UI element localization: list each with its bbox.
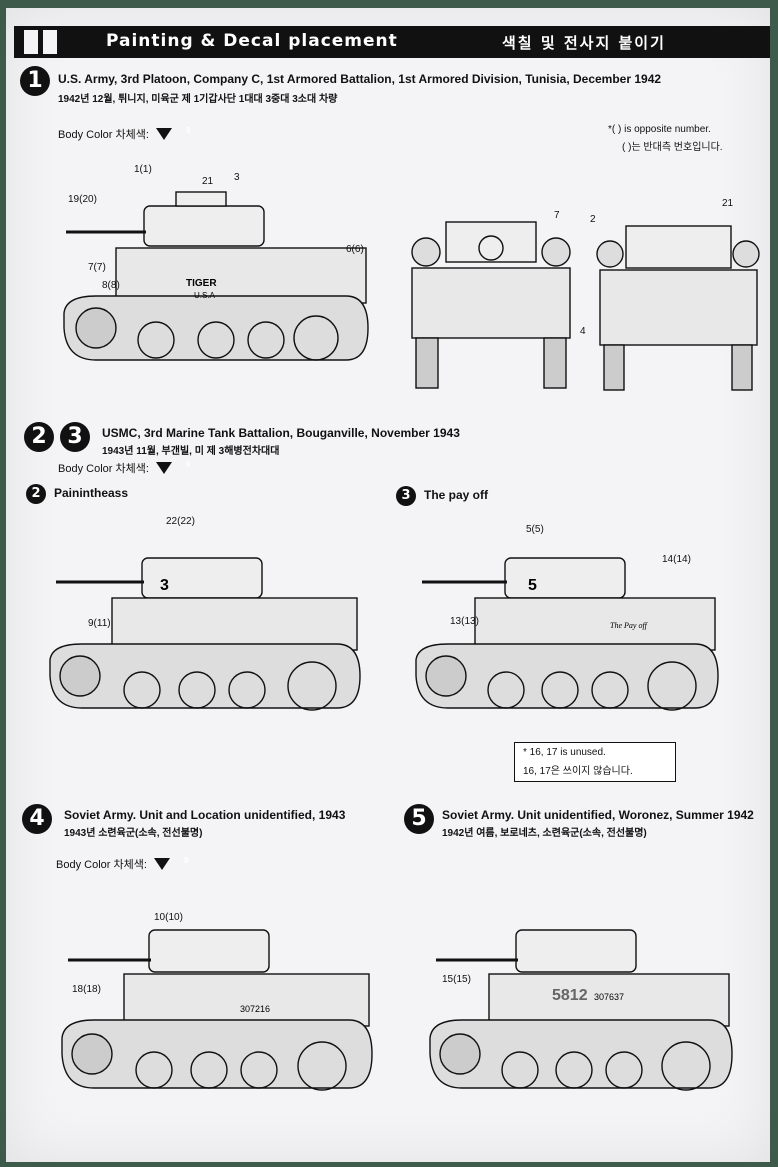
unused-note-ko: 16, 17은 쓰이지 않습니다. xyxy=(523,766,633,777)
callout-18: 18(18) xyxy=(72,984,101,995)
tank-5-side-view: 5812 307637 xyxy=(429,929,733,1091)
instruction-sheet: Painting & Decal placement 색칠 및 전사지 붙이기 … xyxy=(6,8,770,1162)
scheme-3-badge: 3 xyxy=(60,422,90,452)
marking-tiger: TIGER xyxy=(186,278,217,289)
tank-3-side-view: 5 The Pay off xyxy=(415,557,719,711)
body-color-label-2: Body Color 차체색: xyxy=(58,463,149,475)
callout-10: 10(10) xyxy=(154,912,183,923)
paint-code-icon-4 xyxy=(153,858,170,870)
callout-6: 6(6) xyxy=(346,244,364,255)
scheme-1-unit-ko: 1942년 12월, 튀니지, 미육군 제 1기갑사단 1대대 3중대 3소대 … xyxy=(58,94,338,105)
tank-4-side-view: 307216 xyxy=(61,929,373,1091)
scheme-4-unit-en: Soviet Army. Unit and Location unidentif… xyxy=(64,808,346,822)
body-color-2: Body Color 차체색: 9 xyxy=(58,460,190,476)
callout-9: 9(11) xyxy=(88,618,111,629)
callout-7: 7(7) xyxy=(88,262,106,273)
serial-307216: 307216 xyxy=(240,1004,270,1014)
scheme-5-badge: 5 xyxy=(404,804,434,834)
nose-art-text: The Pay off xyxy=(610,621,649,630)
opposite-note-ko: ( )는 반대측 번호입니다. xyxy=(622,142,723,153)
scheme-23-unit-en: USMC, 3rd Marine Tank Battalion, Bouganv… xyxy=(102,426,460,440)
body-color-4: Body Color 차체색: 9 xyxy=(56,856,188,872)
opposite-note-en: *( ) is opposite number. xyxy=(608,124,711,135)
callout-1: 1(1) xyxy=(134,164,152,175)
marking-5812: 5812 xyxy=(552,987,588,1004)
section-header: Painting & Decal placement 색칠 및 전사지 붙이기 xyxy=(14,26,770,58)
header-title: Painting & Decal placement xyxy=(106,31,398,51)
paint-code-2: 9 xyxy=(186,460,191,469)
scheme-2-name: Painintheass xyxy=(54,486,129,500)
scheme-3-name: The pay off xyxy=(424,488,489,502)
callout-7-front: 7 xyxy=(554,210,560,221)
paint-code-icon-2 xyxy=(155,462,172,474)
callout-2: 2 xyxy=(590,214,596,225)
callout-14: 14(14) xyxy=(662,554,691,565)
paint-code-4: 9 xyxy=(184,856,189,865)
scheme-4-badge: 4 xyxy=(22,804,52,834)
tank-2-side-view: 3 xyxy=(49,557,361,711)
callout-21: 21 xyxy=(202,176,214,187)
body-color-label-4: Body Color 차체색: xyxy=(56,859,147,871)
callout-8: 8(8) xyxy=(102,280,120,291)
callout-19: 19(20) xyxy=(68,194,97,205)
serial-307637: 307637 xyxy=(594,992,624,1002)
tank-1-rear-view xyxy=(596,225,760,391)
callout-21-rear: 21 xyxy=(722,198,734,209)
marking-3: 3 xyxy=(160,577,169,594)
scheme-2-badge: 2 xyxy=(24,422,54,452)
unused-decals-note: * 16, 17 is unused. 16, 17은 쓰이지 않습니다. xyxy=(514,742,676,782)
unused-note-en: * 16, 17 is unused. xyxy=(523,747,606,758)
paint-code-icon xyxy=(155,128,172,140)
scheme-5-unit-ko: 1942년 여름, 보로네츠, 소련육군(소속, 전선불명) xyxy=(442,828,647,839)
scheme-1-unit-en: U.S. Army, 3rd Platoon, Company C, 1st A… xyxy=(58,72,662,86)
marking-usa: U.S.A xyxy=(194,291,216,300)
scheme-3-sub-badge: 3 xyxy=(396,486,416,506)
scheme-5-unit-en: Soviet Army. Unit unidentified, Woronez,… xyxy=(442,808,754,822)
scheme-2-sub-badge: 2 xyxy=(26,484,46,504)
scheme-4-unit-ko: 1943년 소련육군(소속, 전선불명) xyxy=(64,828,203,839)
tank-1-front-view xyxy=(411,221,571,389)
callout-4: 4 xyxy=(580,326,586,337)
callout-15: 15(15) xyxy=(442,974,471,985)
header-title-ko: 색칠 및 전사지 붙이기 xyxy=(502,34,666,52)
body-color-1: Body Color 차체색: 9 xyxy=(58,126,190,142)
body-color-label: Body Color 차체색: xyxy=(58,129,149,141)
callout-5: 5(5) xyxy=(526,524,544,535)
tank-1-side-view: TIGER U.S.A xyxy=(63,191,369,361)
marking-5: 5 xyxy=(528,577,537,594)
scheme-23-unit-ko: 1943년 11월, 부갠빌, 미 제 3해병전차대대 xyxy=(102,446,280,457)
callout-22: 22(22) xyxy=(166,516,195,527)
callout-13: 13(13) xyxy=(450,616,479,627)
step-bars-icon xyxy=(24,30,64,54)
callout-3: 3 xyxy=(234,172,240,183)
scheme-1-badge: 1 xyxy=(20,66,50,96)
paint-code: 9 xyxy=(186,126,191,135)
